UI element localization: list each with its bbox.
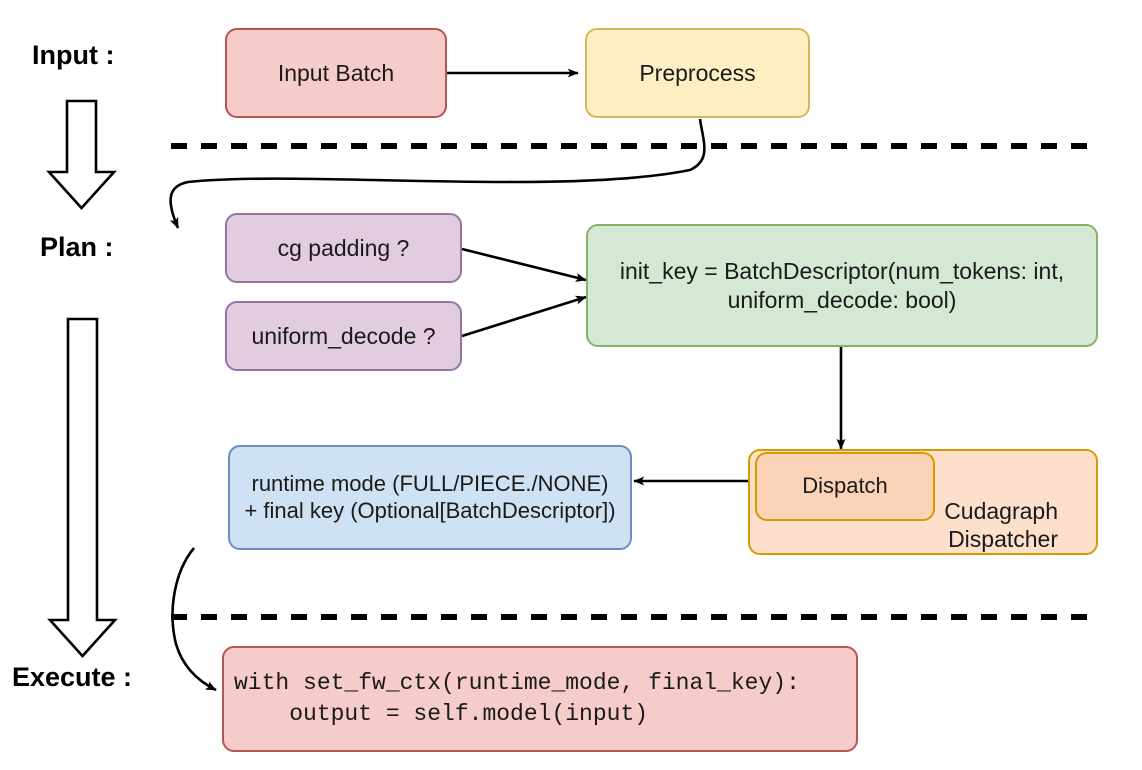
node-cudagraph-dispatcher-line2: Dispatcher xyxy=(948,525,1058,552)
edge-uniform-decode-to-init-key xyxy=(461,295,587,338)
node-init-key[interactable]: init_key = BatchDescriptor(num_tokens: i… xyxy=(586,224,1098,347)
node-preprocess[interactable]: Preprocess xyxy=(585,28,810,118)
edge-cg-padding-to-init-key xyxy=(461,247,587,282)
stage-label-plan: Plan : xyxy=(40,232,114,262)
edge-runtime-mode-to-execute-code xyxy=(171,547,217,692)
node-runtime-mode-line1: runtime mode (FULL/PIECE./NONE) xyxy=(251,470,609,496)
node-runtime-mode-line2: + final key (Optional[BatchDescriptor]) xyxy=(244,497,616,523)
node-dispatch[interactable]: Dispatch xyxy=(755,452,935,521)
node-init-key-line1: init_key = BatchDescriptor(num_tokens: i… xyxy=(619,258,1065,285)
node-execute-code[interactable]: with set_fw_ctx(runtime_mode, final_key)… xyxy=(222,646,858,752)
node-execute-code-line2: output = self.model(input) xyxy=(234,701,649,727)
stage-label-input: Input : xyxy=(32,40,115,70)
edge-preprocess-to-cg-padding xyxy=(169,118,706,229)
node-input-batch[interactable]: Input Batch xyxy=(225,28,447,118)
node-cudagraph-dispatcher-line1: Cudagraph xyxy=(944,497,1058,524)
node-cg-padding[interactable]: cg padding ? xyxy=(225,213,462,283)
input-to-plan-block-arrow xyxy=(46,99,117,210)
node-execute-code-line1: with set_fw_ctx(runtime_mode, final_key)… xyxy=(234,669,800,696)
node-init-key-line2: uniform_decode: bool) xyxy=(727,286,957,313)
node-uniform-decode[interactable]: uniform_decode ? xyxy=(225,301,462,371)
node-runtime-mode[interactable]: runtime mode (FULL/PIECE./NONE) + final … xyxy=(228,445,632,550)
plan-to-execute-block-arrow xyxy=(47,317,118,658)
stage-label-execute: Execute : xyxy=(12,662,133,692)
